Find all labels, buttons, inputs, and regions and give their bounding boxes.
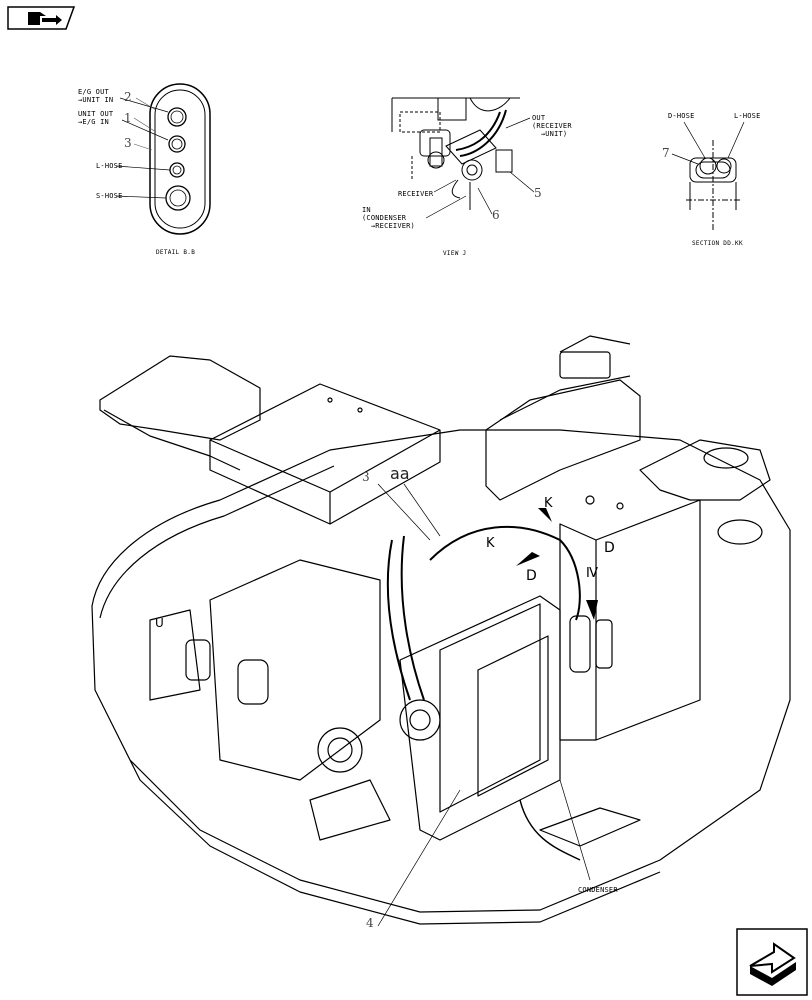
callout-6: 6: [492, 208, 500, 222]
receiver-label: RECEIVER: [398, 190, 434, 198]
marker-u: U: [155, 616, 164, 630]
book-arrow-icon: [7, 6, 76, 30]
marker-k-upper: K: [544, 496, 553, 511]
s-hose-label: S-HOSE: [96, 192, 123, 200]
callout-1: 1: [124, 111, 132, 125]
unit-out-label: UNIT OUT →E/G IN: [78, 110, 114, 126]
prev-page-button[interactable]: [6, 5, 76, 31]
marker-d-lower: D: [526, 568, 537, 584]
eg-out-label: E/G OUT →UNIT IN: [78, 88, 114, 104]
callout-aa: aa: [390, 464, 410, 483]
callout-2: 2: [124, 90, 132, 104]
view-j-caption: VIEW J: [443, 250, 467, 257]
l-hose-label: L-HOSE: [96, 162, 123, 170]
condenser-label: CONDENSER: [578, 886, 618, 894]
marker-iv: Ⅳ: [586, 566, 598, 581]
marker-k-lower: K: [486, 536, 495, 551]
callout-4: 4: [366, 916, 374, 930]
detail-bb-caption: DETAIL B.B: [156, 249, 196, 256]
callout-3: 3: [362, 470, 370, 484]
out-receiver-label: OUT (RECEIVER →UNIT): [532, 114, 572, 138]
3d-arrow-icon: [736, 928, 808, 996]
in-condenser-label: IN (CONDENSER →RECEIVER): [362, 206, 415, 230]
callout-5: 5: [534, 186, 542, 200]
d-hose-label: D-HOSE: [668, 112, 695, 120]
section-kk-caption: SECTION DD.KK: [692, 240, 743, 247]
marker-d-upper: D: [604, 540, 615, 556]
next-page-button[interactable]: [736, 928, 808, 996]
l-hose-label-section: L-HOSE: [734, 112, 761, 120]
callout-7: 7: [662, 146, 670, 160]
callout-3-detail: 3: [124, 136, 132, 150]
